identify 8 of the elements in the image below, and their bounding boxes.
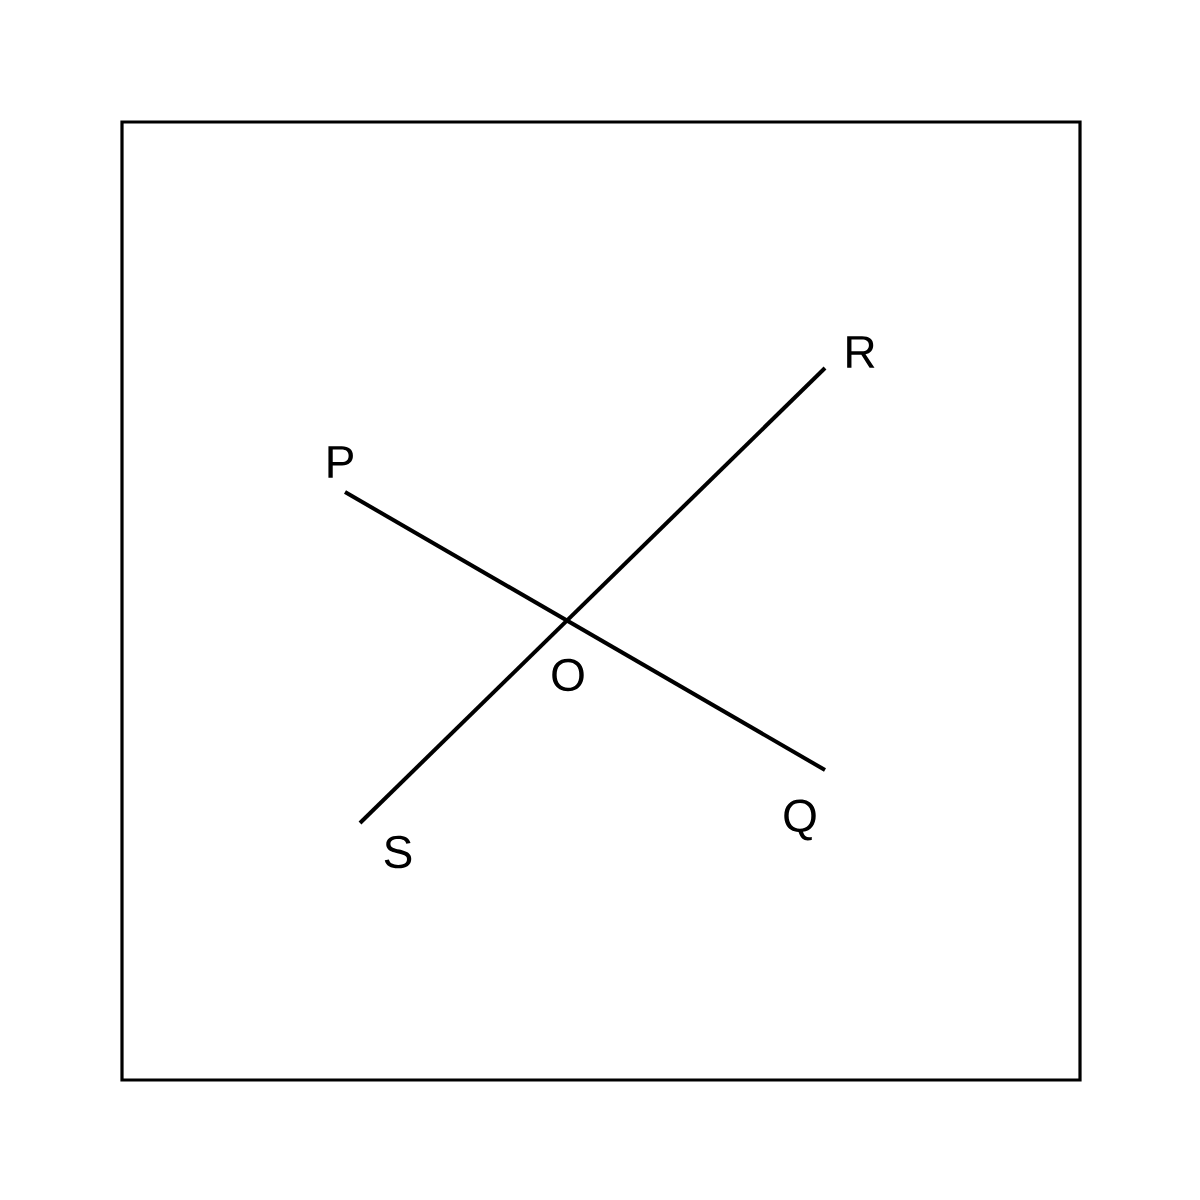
point-label: P	[328, 446, 353, 478]
point-label: Q	[784, 799, 816, 841]
line-segment	[344, 490, 826, 772]
point-label: S	[384, 835, 412, 869]
point-label: O	[552, 658, 584, 692]
line-segment	[358, 366, 827, 825]
frame-box	[120, 120, 1082, 1082]
point-label: R	[847, 336, 875, 368]
